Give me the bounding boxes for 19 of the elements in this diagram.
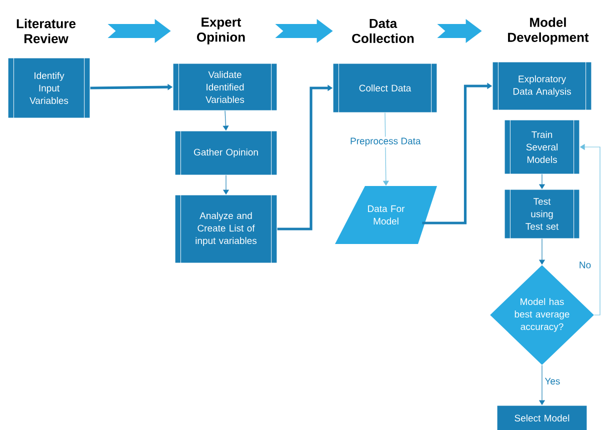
edge-label: Preprocess Data xyxy=(349,136,422,148)
process-box: Validate Identified Variables xyxy=(172,62,278,112)
column-heading: Expert Opinion xyxy=(197,18,245,44)
process-box: Collect Data xyxy=(332,62,438,114)
arrow xyxy=(437,19,482,43)
process-box: Gather Opinion xyxy=(174,130,278,176)
process-box: Train Several Models xyxy=(504,119,580,175)
process-box: Identify Input Variables xyxy=(8,57,90,119)
edge-label: Yes xyxy=(544,376,562,386)
arrow xyxy=(275,19,333,43)
data-parallelogram: Data For Model xyxy=(335,186,437,244)
process-box: Exploratory Data Analysis xyxy=(492,61,592,111)
process-box: Select Model xyxy=(496,405,588,430)
column-heading: Literature Review xyxy=(16,18,76,44)
process-box: Test using Test set xyxy=(504,188,580,240)
process-box: Analyze and Create List of input variables xyxy=(174,194,278,264)
arrow xyxy=(108,19,171,43)
column-heading: Model Development xyxy=(508,17,589,45)
column-heading: Data Collection xyxy=(352,18,414,44)
